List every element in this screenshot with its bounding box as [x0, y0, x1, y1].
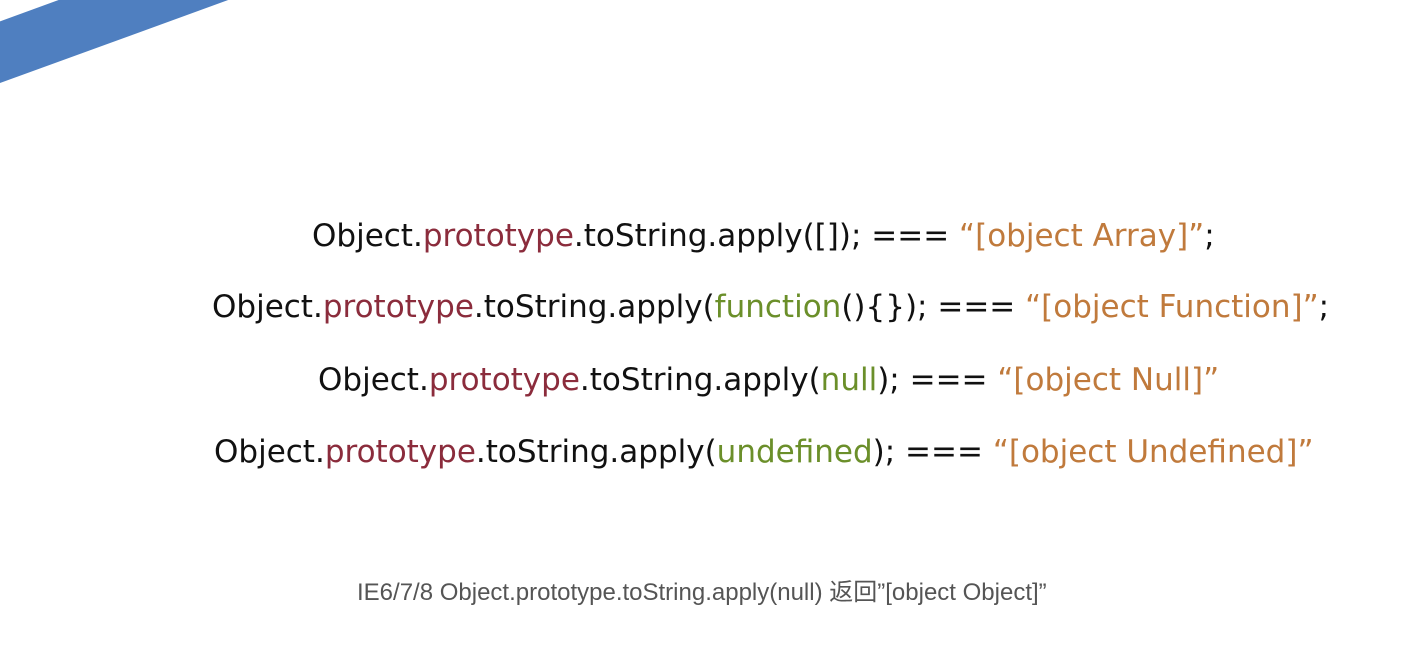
code-line-undefined: Object.prototype.toString.apply(undefine…: [214, 432, 1314, 472]
footnote: IE6/7/8 Object.prototype.toString.apply(…: [357, 579, 1047, 606]
code-result-string: “[object Undefined]”: [992, 434, 1314, 470]
code-object: Object.: [318, 362, 429, 398]
code-line-null: Object.prototype.toString.apply(null); =…: [318, 360, 1219, 400]
code-keyword: prototype: [322, 289, 474, 325]
code-result-string: “[object Array]”: [959, 218, 1205, 254]
code-line-array: Object.prototype.toString.apply([]); ===…: [312, 216, 1215, 256]
code-tail: (){}); ===: [841, 289, 1026, 325]
code-argument: []: [814, 218, 839, 254]
code-tail: ); ===: [872, 434, 993, 470]
code-method: .toString.apply(: [473, 289, 715, 325]
code-method: .toString.apply(: [579, 362, 821, 398]
code-object: Object.: [214, 434, 325, 470]
code-object: Object.: [212, 289, 323, 325]
code-method: .toString.apply(: [573, 218, 815, 254]
code-argument: null: [820, 362, 878, 398]
code-end: ;: [1204, 218, 1215, 254]
code-tail: ); ===: [838, 218, 960, 254]
code-keyword: prototype: [428, 362, 580, 398]
code-line-function: Object.prototype.toString.apply(function…: [212, 287, 1329, 327]
code-method: .toString.apply(: [475, 434, 717, 470]
code-object: Object.: [312, 218, 423, 254]
code-keyword: prototype: [422, 218, 574, 254]
code-tail: ); ===: [877, 362, 998, 398]
code-argument: undefined: [716, 434, 873, 470]
code-argument: function: [714, 289, 842, 325]
code-result-string: “[object Null]”: [997, 362, 1220, 398]
code-end: ;: [1318, 289, 1330, 325]
code-keyword: prototype: [324, 434, 476, 470]
code-result-string: “[object Function]”: [1025, 289, 1319, 325]
